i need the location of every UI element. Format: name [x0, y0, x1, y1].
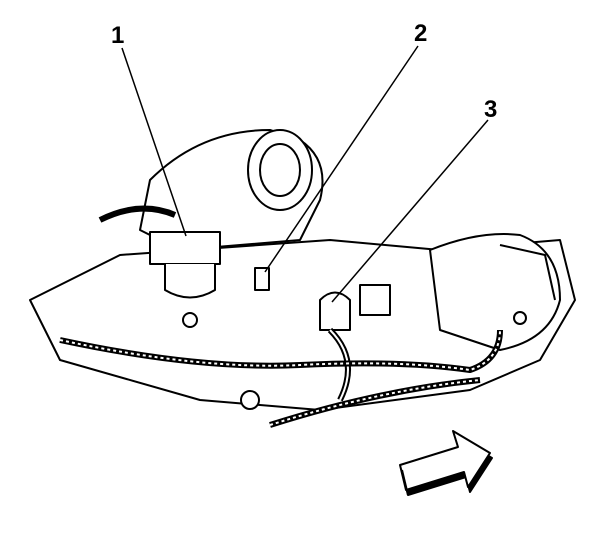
- transmission-housing: [429, 233, 561, 351]
- leader-line-1: [121, 47, 187, 237]
- callout-2: 2: [414, 20, 428, 47]
- component-3: [319, 291, 351, 331]
- leader-line-2: [264, 45, 419, 273]
- component-1: [149, 231, 221, 265]
- component-2: [254, 267, 270, 291]
- callout-1: 1: [111, 22, 125, 49]
- callout-3: 3: [484, 96, 498, 123]
- forward-arrow-icon: [399, 430, 493, 496]
- leader-line-3: [331, 119, 489, 303]
